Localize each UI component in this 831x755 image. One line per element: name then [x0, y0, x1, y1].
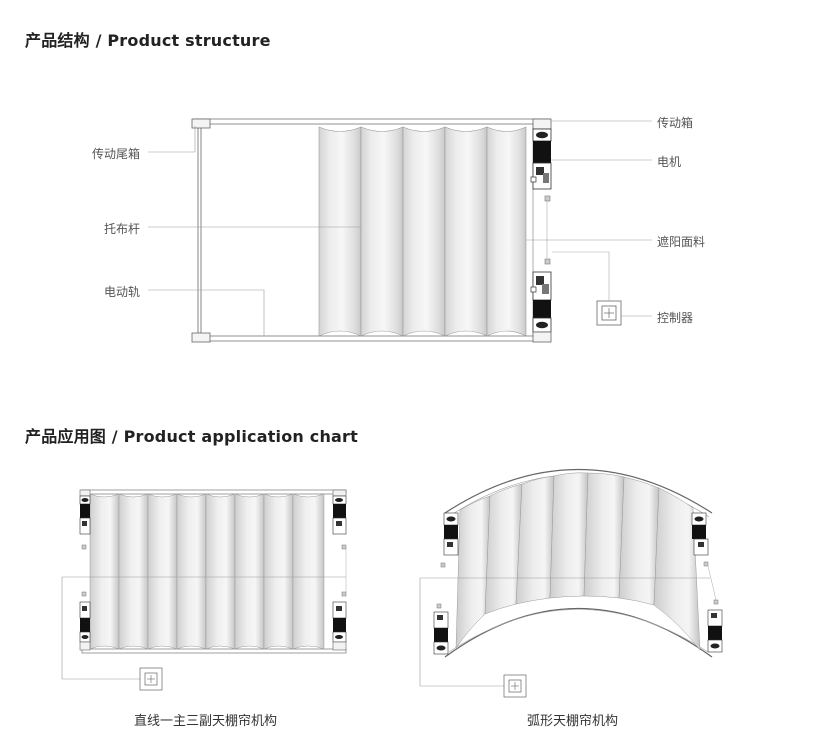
application-title: 产品应用图 / Product application chart	[25, 427, 358, 446]
caption-arc-canopy: 弧形天棚帘机构	[527, 714, 619, 729]
drive-box-assembly	[530, 118, 552, 343]
arc-right-motors	[691, 512, 723, 653]
straight-controller	[61, 576, 346, 691]
label-cloth-rod: 托布杆	[104, 222, 141, 236]
label-tail-box: 传动尾箱	[92, 147, 141, 161]
label-controller: 控制器	[657, 311, 694, 325]
arc-left-motors	[433, 512, 459, 655]
label-motor: 电机	[657, 155, 682, 169]
label-electric-rail: 电动轨	[104, 285, 141, 299]
leader-lines	[148, 120, 652, 336]
structure-title: 产品结构 / Product structure	[25, 31, 271, 50]
label-shading-fabric: 遮阳面料	[657, 235, 706, 249]
straight-left-motors	[79, 489, 91, 651]
shading-fabric-panel	[318, 126, 527, 337]
caption-straight-canopy: 直线一主三副天棚帘机构	[134, 714, 278, 729]
straight-fabric-panel	[89, 493, 325, 650]
straight-right-motors	[332, 489, 347, 651]
arc-controller	[419, 577, 710, 698]
arc-fabric-panel	[455, 472, 701, 651]
label-drive-box: 传动箱	[657, 116, 694, 130]
controller-box	[552, 251, 622, 326]
